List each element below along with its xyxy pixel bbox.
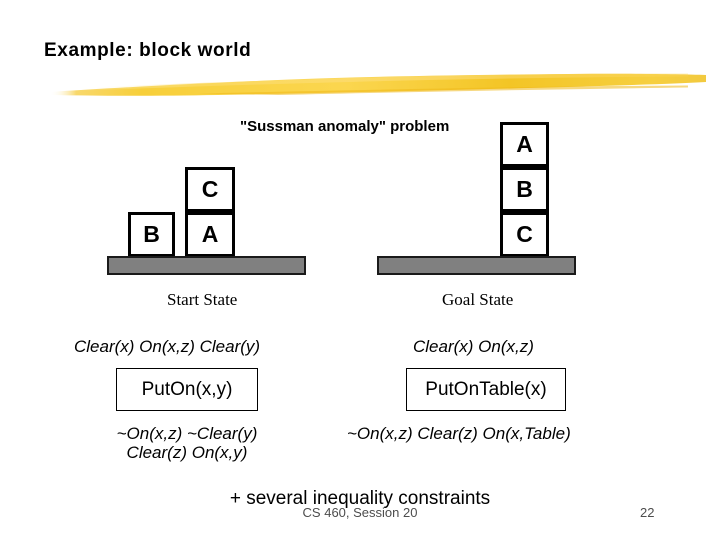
putontable-operator-label: PutOnTable(x) <box>425 378 547 400</box>
block-letter: C <box>201 176 219 202</box>
footer-session-text: CS 460, Session 20 <box>302 505 418 520</box>
putontable-operator-box: PutOnTable(x) <box>406 368 566 411</box>
puton-operator-label: PutOn(x,y) <box>141 378 233 400</box>
puton-preconditions: Clear(x) On(x,z) Clear(y) <box>74 337 261 356</box>
start-block-a: A <box>185 212 235 257</box>
goal-state-table <box>377 256 576 275</box>
block-letter: A <box>201 221 219 247</box>
start-state-label: Start State <box>167 290 238 309</box>
putontable-preconditions: Clear(x) On(x,z) <box>413 337 534 356</box>
putontable-effects-line-1: ~On(x,z) Clear(z) On(x,Table) <box>347 424 571 443</box>
puton-effects-line-1: ~On(x,z) ~Clear(y) <box>116 424 258 443</box>
start-block-c: C <box>185 167 235 212</box>
start-block-b: B <box>128 212 175 257</box>
puton-effects: ~On(x,z) ~Clear(y) Clear(z) On(x,y) <box>76 424 298 462</box>
block-letter: B <box>143 221 160 247</box>
puton-effects-line-2: Clear(z) On(x,y) <box>126 443 248 463</box>
block-letter: A <box>516 131 533 157</box>
goal-block-c: C <box>500 212 549 257</box>
puton-operator-box: PutOn(x,y) <box>116 368 258 411</box>
putontable-effects: ~On(x,z) Clear(z) On(x,Table) <box>347 424 571 443</box>
block-letter: B <box>516 176 533 202</box>
block-letter: C <box>516 221 533 247</box>
inequality-constraints-note: + several inequality constraints <box>229 488 491 509</box>
footer-page-number: 22 <box>640 505 655 520</box>
goal-block-b: B <box>500 167 549 212</box>
goal-block-a: A <box>500 122 549 167</box>
figure-caption: "Sussman anomaly" problem <box>240 118 450 135</box>
page-title: Example: block world <box>44 40 252 61</box>
start-state-table <box>107 256 306 275</box>
goal-state-label: Goal State <box>442 290 514 309</box>
